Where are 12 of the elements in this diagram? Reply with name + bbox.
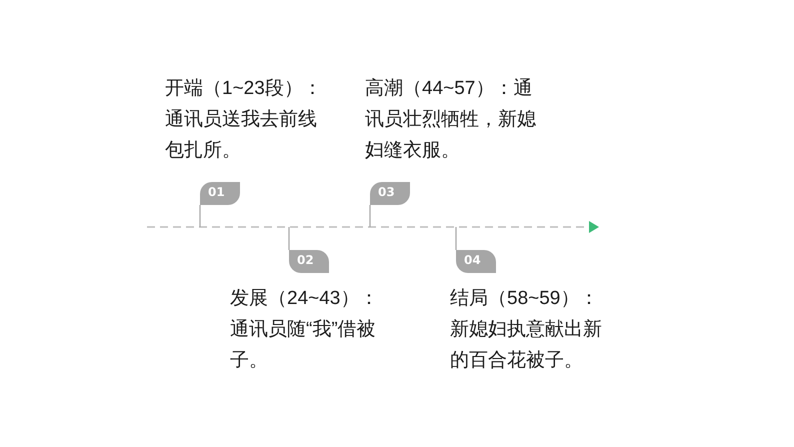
connector-line	[288, 227, 290, 250]
number-tag: 02	[289, 250, 329, 273]
description-text: 结局（58~59）：新媳妇执意献出新的百合花被子。	[450, 287, 603, 373]
connector-line	[199, 205, 201, 227]
number-tag: 04	[456, 250, 496, 273]
number-tag: 01	[200, 182, 240, 205]
number-tag: 03	[370, 182, 410, 205]
description-text: 高潮（44~57）：通讯员壮烈牺牲，新媳妇缝衣服。	[365, 77, 537, 163]
description-text: 发展（24~43）：通讯员随“我”借被子。	[230, 287, 380, 373]
connector-line	[369, 205, 371, 227]
connector-line	[455, 227, 457, 250]
description-text: 开端（1~23段）：通讯员送我去前线包扎所。	[165, 77, 323, 163]
